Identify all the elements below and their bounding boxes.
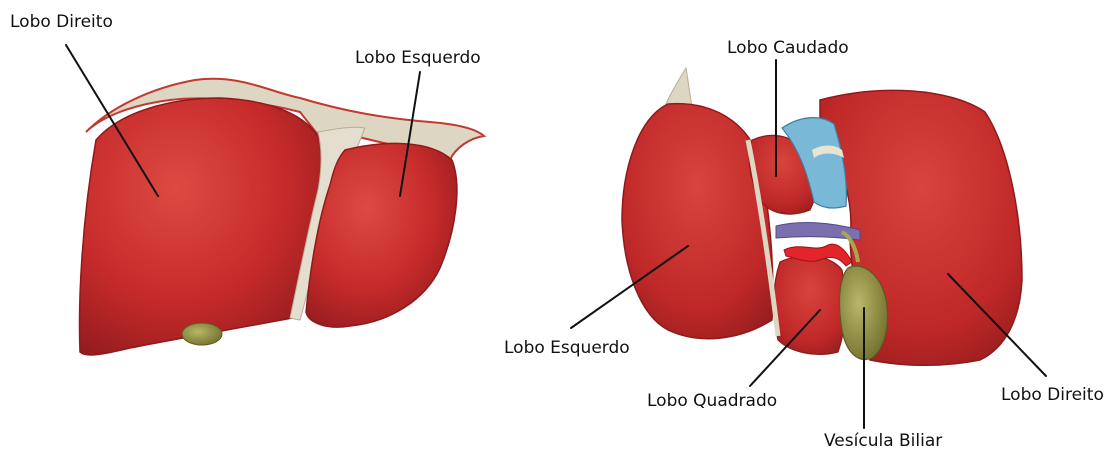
label-quadrate-lobe: Lobo Quadrado: [647, 391, 777, 411]
left-lobe-inferior: [622, 104, 773, 339]
label-caudate-lobe: Lobo Caudado: [727, 38, 849, 58]
liver-inferior-view: [622, 68, 1022, 365]
label-left-lobe-anterior: Lobo Esquerdo: [355, 48, 481, 68]
label-left-lobe-inferior: Lobo Esquerdo: [504, 338, 630, 358]
quadrate-lobe: [774, 256, 846, 354]
right-lobe-anterior: [80, 98, 325, 355]
gallbladder-tip: [182, 323, 222, 345]
ligament-tip: [664, 68, 692, 108]
label-gallbladder: Vesícula Biliar: [824, 431, 942, 451]
liver-anterior-view: [80, 79, 484, 355]
label-right-lobe-anterior: Lobo Direito: [10, 12, 113, 32]
label-right-lobe-inferior: Lobo Direito: [1001, 385, 1104, 405]
